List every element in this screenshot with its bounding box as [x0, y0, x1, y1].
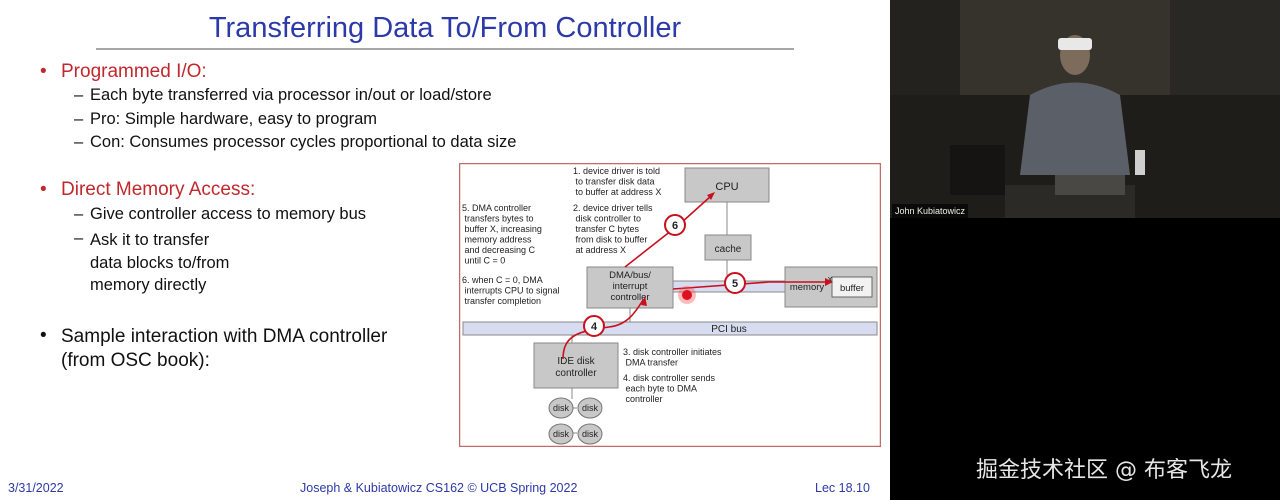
disk-icon: disk — [548, 423, 574, 445]
cache-label: cache — [715, 244, 742, 255]
dma-controller-box — [586, 266, 674, 309]
slide-title: Transferring Data To/From Controller — [208, 12, 682, 44]
speaker-name-tag: John Kubiatowicz — [892, 204, 969, 218]
lecture-chair — [950, 145, 1005, 195]
disk-label: disk — [553, 403, 570, 413]
buffer-box — [831, 276, 873, 298]
note-step-1: 1. device driver is told to transfer dis… — [573, 166, 661, 197]
disk-label: disk — [553, 429, 570, 439]
title-divider — [96, 48, 794, 50]
arrow-step-4 — [562, 299, 644, 360]
svg-text:5: 5 — [732, 278, 738, 290]
buffer-label: buffer — [840, 283, 864, 294]
disk-label: disk — [582, 403, 599, 413]
note-step-5: 5. DMA controller transfers bytes to buf… — [462, 203, 542, 266]
sub-bullet-text: Ask it to transfer data blocks to/from m… — [90, 231, 230, 294]
disk-icon: disk — [577, 397, 603, 419]
sub-bullet-dash: – — [74, 133, 84, 151]
ide-controller-box — [533, 342, 619, 389]
bullet-heading-sample: Sample interaction with DMA controller (… — [61, 326, 388, 371]
svg-text:6: 6 — [672, 220, 678, 232]
step-marker-4: 4 — [583, 315, 605, 337]
cpu-box — [684, 167, 770, 203]
disk-icon: disk — [577, 423, 603, 445]
bullet-marker: • — [40, 61, 47, 82]
sub-bullet-dash: – — [74, 205, 84, 223]
bullet-heading-programmed-io: Programmed I/O: — [61, 61, 207, 82]
sub-bullet-text: Each byte transferred via processor in/o… — [90, 86, 492, 104]
footer-course: Joseph & Kubiatowicz CS162 © UCB Spring … — [300, 481, 578, 495]
speaker-cap — [1058, 38, 1092, 50]
sub-bullet-dash: – — [74, 229, 84, 247]
note-step-4: 4. disk controller sends each byte to DM… — [623, 373, 716, 404]
memory-label: memory — [790, 282, 825, 293]
pci-bus-label: PCI bus — [711, 324, 747, 335]
speaker-body — [1020, 82, 1130, 175]
note-step-6: 6. when C = 0, DMA interrupts CPU to sig… — [462, 275, 560, 306]
note-step-2: 2. device driver tells disk controller t… — [573, 203, 653, 255]
arrow-step-5 — [672, 281, 827, 290]
footer-lecture-number: Lec 18.10 — [815, 481, 870, 495]
sub-bullet-text: Give controller access to memory bus — [90, 205, 367, 223]
footer-date: 3/31/2022 — [8, 481, 64, 495]
svg-text:4: 4 — [591, 321, 598, 333]
disk-icon: disk — [548, 397, 574, 419]
bullet-heading-dma: Direct Memory Access: — [61, 179, 256, 200]
buffer-address-marker: x — [828, 274, 833, 284]
cache-box — [704, 234, 752, 261]
sub-bullet-text: Con: Consumes processor cycles proportio… — [90, 133, 517, 151]
bullet-marker: • — [40, 325, 47, 346]
step-marker-5: 5 — [724, 272, 746, 294]
sub-bullet-text: Pro: Simple hardware, easy to program — [90, 110, 378, 128]
disk-label: disk — [582, 429, 599, 439]
bullet-marker: • — [40, 179, 47, 200]
sub-bullet-dash: – — [74, 110, 84, 128]
pci-bus — [462, 321, 878, 336]
step-marker-6: 6 — [664, 214, 686, 236]
sub-bullet-dash: – — [74, 86, 84, 104]
slide: Transferring Data To/From Controller • P… — [0, 0, 890, 500]
note-step-3: 3. disk controller initiates DMA transfe… — [623, 347, 722, 368]
watermark: 掘金技术社区 @ 布客飞龙 — [976, 458, 1232, 483]
cpu-label: CPU — [715, 181, 738, 193]
speaker-video — [890, 0, 1280, 218]
